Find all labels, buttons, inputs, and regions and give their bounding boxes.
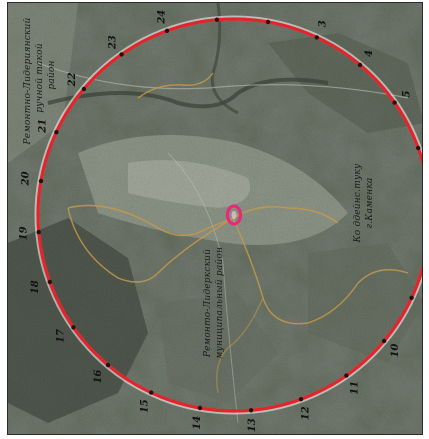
circle-point-23: [119, 52, 124, 57]
map-view[interactable]: 3 4 5 10 11 12 13 14 15 16 17 18 19 20 21 22 23 24 Ремонт…: [7, 2, 423, 435]
circle-point-18: [47, 279, 52, 285]
circle-point-label-13: 13: [247, 418, 258, 432]
circle-point-9: [409, 295, 414, 300]
district-label-bottom: Ремонто-Лидеркский муниципальный район: [203, 247, 225, 359]
district-label-bottom-line1: Ремонто-Лидеркский: [203, 249, 213, 358]
center-object-marker[interactable]: [225, 204, 243, 226]
circle-points: 3 4 5 10 11 12 13 14 15 16 17 18 19 20 21 22 23 24: [18, 10, 421, 432]
circle-point-22: [81, 86, 87, 92]
municipal-boundaries: [67, 72, 409, 394]
satellite-map[interactable]: 3 4 5 10 11 12 13 14 15 16 17 18 19 20 21 22 23 24 Ремонт…: [8, 3, 423, 435]
district-label-bottom-line2: муниципальный район: [215, 247, 225, 359]
district-label-top-left-line3: район: [47, 60, 57, 89]
district-label-top-left: Ремонтно-Лидериянский ручной такой район: [23, 17, 57, 145]
circle-point-label-23: 23: [108, 35, 119, 50]
circle-point-14: [197, 405, 203, 411]
protection-zone: [34, 15, 423, 415]
circle-point-6: [416, 145, 421, 151]
circle-point-24: [164, 28, 170, 33]
circle-point-label-14: 14: [192, 416, 203, 430]
circle-point-10: [381, 338, 387, 344]
circle-point-1: [214, 17, 220, 22]
circle-point-label-4: 4: [364, 50, 375, 57]
circle-point-label-12: 12: [301, 406, 312, 420]
circle-point-label-17: 17: [56, 329, 67, 343]
circle-point-16: [105, 362, 111, 368]
zone-circle[interactable]: [36, 17, 423, 413]
circle-point-5: [392, 100, 397, 105]
district-label-right-line1: Ко ддейнс.туку: [353, 163, 363, 243]
circle-point-21: [54, 130, 59, 135]
circle-point-20: [38, 178, 44, 184]
circle-point-label-3: 3: [318, 20, 329, 27]
district-label-right-line2: г.Каменка: [365, 178, 375, 229]
circle-point-label-10: 10: [390, 344, 401, 358]
circle-point-label-20: 20: [21, 171, 32, 186]
district-label-top-left-line2: ручной такой: [35, 43, 45, 112]
district-label-top-left-line1: Ремонтно-Лидериянский: [23, 17, 33, 145]
circle-point-13: [248, 408, 254, 413]
district-label-right: Ко ддейнс.туку г.Каменка: [353, 163, 375, 243]
circle-point-label-11: 11: [350, 381, 361, 395]
circle-point-2: [265, 19, 271, 25]
circle-point-label-21: 21: [37, 119, 48, 134]
circle-point-19: [36, 229, 41, 235]
circle-point-4: [357, 62, 363, 68]
circle-point-label-18: 18: [30, 280, 41, 294]
circle-point-label-22: 22: [67, 72, 78, 87]
circle-point-label-24: 24: [156, 10, 167, 25]
terrain-layer: [8, 3, 422, 434]
circle-point-12: [298, 397, 304, 402]
circle-point-3: [314, 35, 319, 40]
circle-point-17: [71, 325, 76, 330]
circle-point-label-16: 16: [93, 370, 104, 384]
circle-point-label-5: 5: [401, 90, 412, 97]
circle-point-label-15: 15: [139, 399, 150, 413]
circle-point-label-19: 19: [18, 226, 29, 240]
circle-point-15: [149, 390, 154, 395]
circle-point-11: [344, 373, 349, 378]
